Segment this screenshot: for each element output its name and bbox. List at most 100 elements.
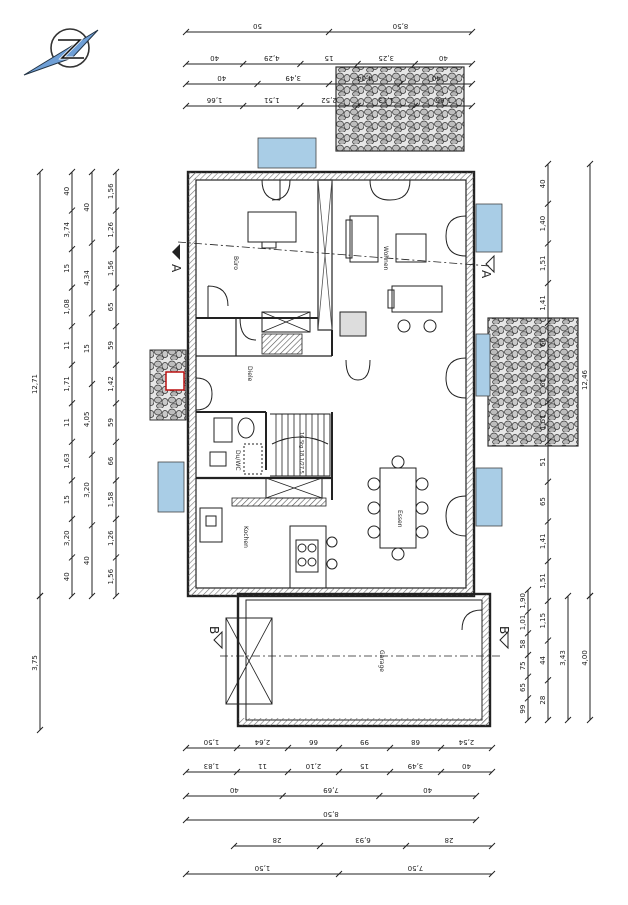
staircase (270, 413, 331, 477)
dim-top-2-label: 4,29 (264, 54, 280, 62)
dim-top-4-tick (354, 102, 361, 110)
dim-right-2-label: 3,43 (559, 650, 567, 666)
dim-right-1-tick (544, 279, 552, 287)
room-garage: Garage (378, 650, 385, 672)
dim-right-3-tick (524, 608, 532, 616)
dim-bottom-2-tick (233, 768, 241, 776)
dim-top-3-tick (468, 80, 476, 88)
dim-top-4-label: 1,51 (264, 96, 280, 104)
dim-left-1-tick (68, 592, 76, 600)
dim-left-3-tick (112, 245, 120, 253)
dim-left-2-tick (88, 380, 96, 388)
dim-top-2-label: 15 (325, 54, 334, 62)
dim-bottom-1-label: 99 (360, 738, 369, 746)
dim-right-3-label: 1,90 (519, 593, 527, 609)
dim-left-1-label: 15 (63, 264, 71, 273)
dim-bottom-5-tick (402, 842, 410, 850)
dim-left-2-tick (88, 309, 96, 317)
dim-top-2-tick (182, 60, 190, 68)
dim-left-1-tick (68, 168, 76, 176)
dim-top-4-tick (182, 102, 190, 110)
dim-right-garage-tick (586, 716, 594, 724)
dim-left-3-label: 59 (107, 418, 115, 427)
dim-left-1-label: 3,74 (63, 221, 71, 237)
dim-right-2-tick (564, 716, 572, 724)
dim-left-1-tick (68, 284, 76, 291)
dim-left-2-label: 40 (83, 203, 91, 212)
north-arrow-icon (23, 28, 99, 76)
dim-right-1-tick (544, 240, 552, 247)
room-kochen: Kochen (242, 526, 249, 548)
dim-left-1-tick (68, 438, 76, 446)
dim-top-3-tick (182, 80, 190, 88)
dim-left-2-label: 4,34 (83, 270, 91, 286)
section-a-left: A (169, 264, 183, 273)
dim-left-3-label: 1,58 (107, 492, 115, 508)
dim-left-1-label: 3,20 (63, 530, 71, 546)
dim-bottom-5-tick (316, 842, 324, 850)
dim-top-2-tick (354, 60, 361, 68)
dim-left-1-label: 11 (63, 341, 71, 350)
dim-right-3-tick (524, 694, 532, 702)
dim-left-3-label: 59 (107, 341, 115, 350)
dim-right-1-label: 1,41 (539, 533, 547, 549)
dim-top-3-tick (397, 80, 404, 88)
dim-bottom-2-tick (335, 768, 343, 776)
section-line-a (172, 241, 495, 274)
dim-left-2-label: 15 (83, 344, 91, 353)
room-diele: Diele (246, 366, 253, 382)
dim-right-outer-tick (586, 160, 594, 168)
dim-top-3-label: 40 (217, 74, 226, 82)
dim-left-3-tick (112, 207, 120, 214)
dim-right-3-label: 75 (519, 661, 527, 670)
dim-left-3-tick (112, 515, 120, 523)
dim-bottom-2-tick (284, 768, 292, 776)
dim-right-3-tick (524, 651, 532, 659)
dim-top-2-tick (468, 60, 476, 68)
dim-bottom-2-label: 2,10 (306, 762, 322, 770)
dim-bottom-2-label: 1,83 (204, 762, 220, 770)
dim-bottom-1-label: 1,50 (204, 738, 220, 746)
dim-left-2-label: 4,05 (83, 412, 91, 428)
dim-bottom-5-tick (230, 842, 238, 850)
dim-right-3-tick (524, 673, 532, 681)
dim-right-1-tick (544, 438, 552, 446)
furniture (199, 211, 443, 589)
dim-right-1-label: 1,51 (539, 255, 547, 271)
room-wohnen: Wohnen (382, 246, 389, 271)
dim-bottom-1-label: 66 (309, 738, 318, 746)
section-line-b (213, 630, 509, 657)
dim-left-1-label: 1,08 (63, 299, 71, 315)
dim-top-1-tick (182, 28, 190, 36)
dim-left-3-tick (112, 477, 120, 484)
dim-top-2-label: 40 (210, 54, 219, 62)
dim-left-3-tick (112, 168, 120, 176)
dim-right-3-label: 99 (519, 705, 527, 714)
dim-bottom-6-tick (335, 870, 343, 878)
dim-bottom-3-label: 40 (230, 786, 239, 794)
dim-right-1-label: 28 (539, 696, 547, 705)
room-labels: Büro Wohnen Diele Du/WC Kochen Essen Gar… (232, 246, 403, 672)
dim-left-1-label: 1,71 (63, 376, 71, 392)
section-markers: A A B B (169, 264, 511, 634)
dim-left-outer-label: 12,71 (31, 374, 39, 394)
dim-left-outer-tick (36, 168, 44, 176)
dim-bottom-6-tick (182, 870, 190, 878)
dim-left-2-tick (88, 521, 96, 529)
dim-bottom-2-label: 15 (360, 762, 369, 770)
dim-bottom-4-tick (182, 816, 190, 824)
section-a-right: A (479, 270, 493, 279)
dim-top-2-label: 3,25 (378, 54, 394, 62)
dim-top-4-label: 1,66 (435, 96, 451, 104)
room-buero: Büro (232, 256, 239, 270)
dim-right-1-tick (544, 200, 552, 208)
section-b-right: B (497, 626, 511, 634)
dim-bottom-2-label: 3,49 (408, 762, 424, 770)
dim-top-1-tick (325, 28, 333, 36)
dim-left-3-label: 1,56 (107, 183, 115, 199)
dim-left-2-label: 3,20 (83, 482, 91, 498)
dim-right-3-label: 65 (519, 683, 527, 692)
dim-top-4-tick (411, 102, 419, 110)
dim-right-1-label: 65 (539, 497, 547, 506)
